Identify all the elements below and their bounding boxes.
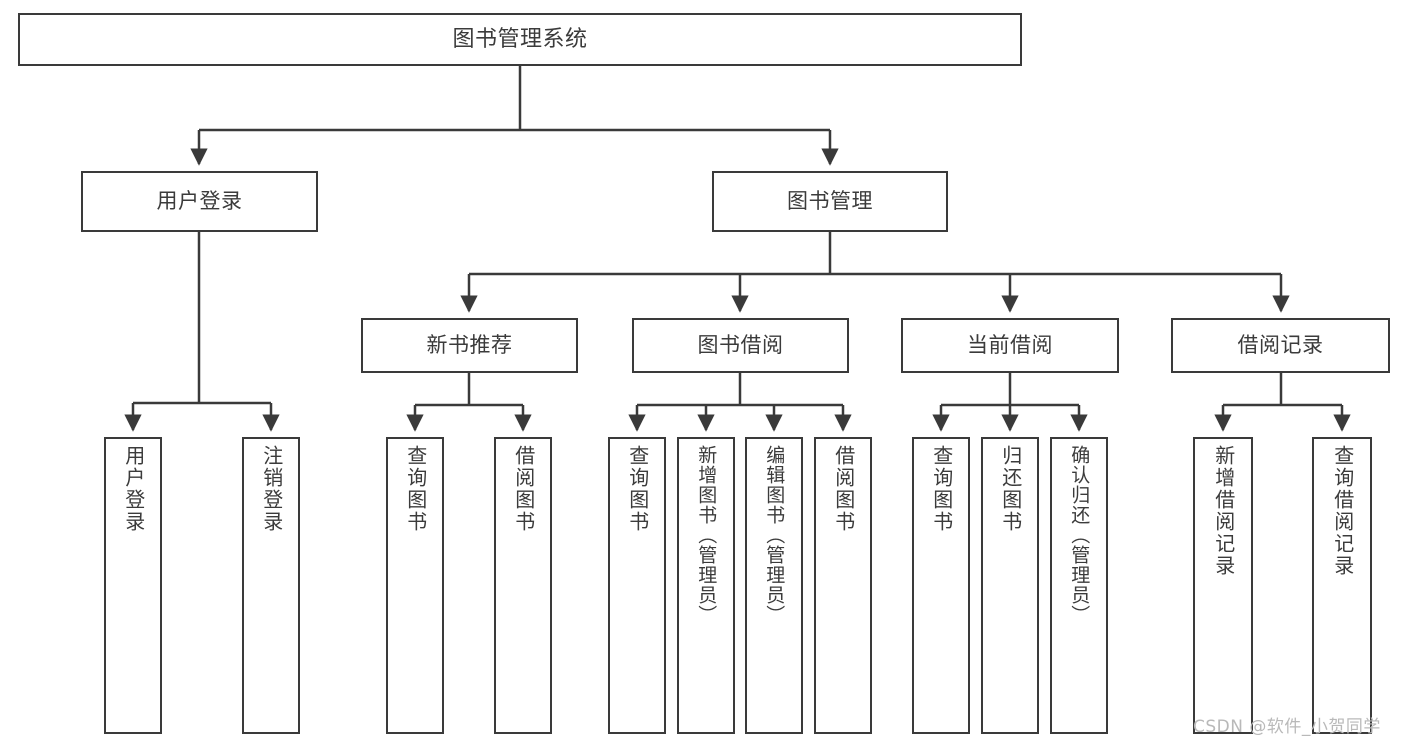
node-current-borrow[interactable]: 当前借阅 <box>901 318 1119 373</box>
leaf-add-book-admin[interactable]: 新增图书（管理员） <box>677 437 735 734</box>
node-label: 借阅图书 <box>831 445 856 533</box>
leaf-query-book-borrow[interactable]: 查询图书 <box>608 437 666 734</box>
node-borrow-record[interactable]: 借阅记录 <box>1171 318 1390 373</box>
node-root-book-management-system[interactable]: 图书管理系统 <box>18 13 1022 66</box>
node-user-login[interactable]: 用户登录 <box>81 171 318 232</box>
node-new-book-recommend[interactable]: 新书推荐 <box>361 318 578 373</box>
leaf-query-book-recommend[interactable]: 查询图书 <box>386 437 444 734</box>
node-label: 借阅记录 <box>1237 333 1324 358</box>
leaf-query-borrow-record[interactable]: 查询借阅记录 <box>1312 437 1372 734</box>
node-label: 用户登录 <box>156 189 243 214</box>
node-label: 用户登录 <box>121 445 146 533</box>
node-label: 查询图书 <box>929 445 954 533</box>
leaf-confirm-return-admin[interactable]: 确认归还（管理员） <box>1050 437 1108 734</box>
leaf-return-book[interactable]: 归还图书 <box>981 437 1039 734</box>
leaf-logout-login[interactable]: 注销登录 <box>242 437 300 734</box>
node-label: 查询借阅记录 <box>1330 445 1355 577</box>
node-label: 新增借阅记录 <box>1211 445 1236 577</box>
node-book-borrow[interactable]: 图书借阅 <box>632 318 849 373</box>
node-label: 查询图书 <box>403 445 428 533</box>
node-label: 注销登录 <box>259 445 284 533</box>
node-label: 编辑图书（管理员） <box>763 445 786 625</box>
node-book-management[interactable]: 图书管理 <box>712 171 948 232</box>
node-label: 新增图书（管理员） <box>695 445 718 625</box>
node-label: 图书管理系统 <box>452 26 588 52</box>
node-label: 归还图书 <box>998 445 1023 533</box>
node-label: 确认归还（管理员） <box>1068 445 1091 625</box>
leaf-add-borrow-record[interactable]: 新增借阅记录 <box>1193 437 1253 734</box>
leaf-user-login[interactable]: 用户登录 <box>104 437 162 734</box>
node-label: 查询图书 <box>625 445 650 533</box>
node-label: 借阅图书 <box>511 445 536 533</box>
node-label: 图书借阅 <box>697 333 784 358</box>
csdn-watermark: CSDN @软件_小贺同学 <box>1193 717 1381 737</box>
node-label: 当前借阅 <box>967 333 1053 358</box>
leaf-borrow-book-recommend[interactable]: 借阅图书 <box>494 437 552 734</box>
leaf-borrow-book[interactable]: 借阅图书 <box>814 437 872 734</box>
leaf-query-book-current[interactable]: 查询图书 <box>912 437 970 734</box>
node-label: 图书管理 <box>787 189 873 214</box>
node-label: 新书推荐 <box>426 333 513 358</box>
leaf-edit-book-admin[interactable]: 编辑图书（管理员） <box>745 437 803 734</box>
